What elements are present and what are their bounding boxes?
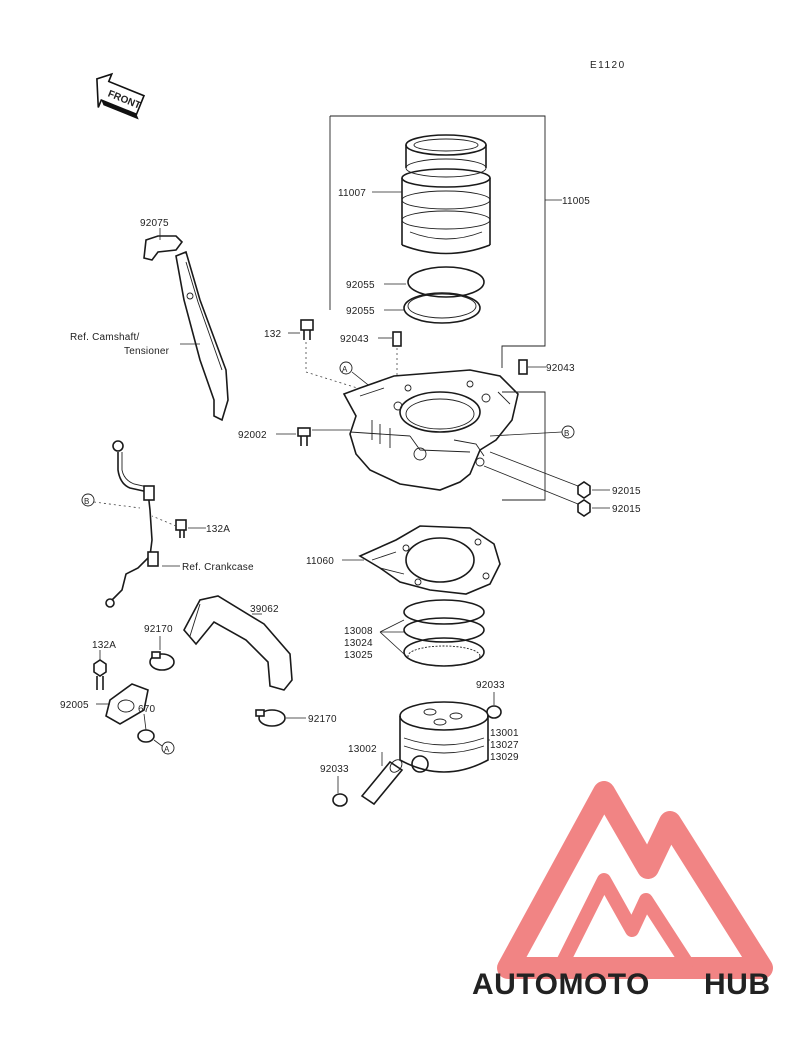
dowel-pin-right — [518, 359, 528, 375]
group-bracket-11005 — [330, 115, 546, 368]
marker-b-pipe-text: B — [84, 497, 89, 506]
callout-92170-upper: 92170 — [144, 624, 173, 635]
hose-clamp-lower — [255, 709, 286, 727]
callout-92043-right: 92043 — [546, 363, 575, 374]
callout-11060: 11060 — [306, 556, 334, 567]
piston-rings — [403, 599, 485, 667]
marker-a-cylinder — [339, 361, 353, 375]
marker-b-pipe — [81, 493, 95, 507]
bolt-132 — [300, 319, 314, 340]
callout-92015-lower: 92015 — [612, 504, 641, 515]
callout-92033-left: 92033 — [320, 764, 349, 775]
callout-13001: 13001 — [490, 728, 519, 739]
callout-13002: 13002 — [348, 744, 377, 755]
watermark-text-primary: AUTOMOTO — [472, 968, 650, 1001]
callout-92075: 92075 — [140, 218, 169, 229]
callout-92055-lower: 92055 — [346, 306, 375, 317]
oil-pipe — [105, 440, 159, 608]
ref-camshaft-line2: Tensioner — [124, 346, 170, 357]
callout-132A-lower: 132A — [92, 640, 116, 651]
marker-b-cylinder-text: B — [564, 429, 569, 438]
cylinder-block — [342, 369, 519, 491]
piston-pin — [360, 759, 404, 806]
callout-11005: 11005 — [562, 196, 590, 207]
callout-13029: 13029 — [490, 752, 519, 763]
callout-92002: 92002 — [238, 430, 267, 441]
o-ring-670 — [137, 729, 155, 743]
chain-guide — [143, 235, 229, 422]
callout-39062: 39062 — [250, 604, 279, 615]
callout-92015-upper: 92015 — [612, 486, 641, 497]
cylinder-liner — [401, 134, 491, 255]
fitting-92005 — [105, 683, 149, 725]
callout-13027: 13027 — [490, 740, 519, 751]
hose-clamp-upper — [149, 651, 175, 671]
callout-11007: 11007 — [338, 188, 366, 199]
marker-a-fitting — [161, 741, 175, 755]
nut-92015-upper — [577, 481, 591, 499]
callout-13008: 13008 — [344, 626, 373, 637]
callout-92033-right: 92033 — [476, 680, 505, 691]
ref-crankcase: Ref. Crankcase — [182, 562, 254, 573]
callout-670: 670 — [138, 704, 156, 715]
bolt-132A-lower — [93, 659, 107, 690]
callout-92005: 92005 — [60, 700, 89, 711]
watermark-triangle-icon — [497, 781, 773, 979]
callout-132: 132 — [264, 329, 282, 340]
bolt-92002 — [297, 427, 311, 446]
callout-132A-upper: 132A — [206, 524, 230, 535]
circlip-left — [332, 793, 348, 807]
dowel-pin-left — [392, 331, 402, 347]
coolant-hose — [183, 595, 293, 691]
ref-camshaft-line1: Ref. Camshaft/ — [70, 332, 140, 343]
watermark-text-secondary: HUB — [704, 968, 771, 1001]
marker-a-fitting-text: A — [164, 745, 170, 754]
callout-13025: 13025 — [344, 650, 373, 661]
watermark-logo — [497, 781, 773, 979]
callout-92043-left: 92043 — [340, 334, 369, 345]
callout-13024: 13024 — [344, 638, 373, 649]
circlip-right — [486, 705, 502, 719]
marker-a-cylinder-text: A — [342, 365, 348, 374]
diagram-code: E1120 — [590, 60, 626, 71]
nut-92015-lower — [577, 499, 591, 517]
o-ring-lower — [403, 292, 481, 324]
callout-92055-upper: 92055 — [346, 280, 375, 291]
front-arrow-icon: FRONT — [96, 72, 146, 120]
bolt-132A-pipe — [175, 519, 187, 538]
base-gasket — [358, 525, 501, 595]
piston — [399, 701, 489, 773]
callout-92170-lower: 92170 — [308, 714, 337, 725]
o-ring-upper — [407, 266, 485, 298]
